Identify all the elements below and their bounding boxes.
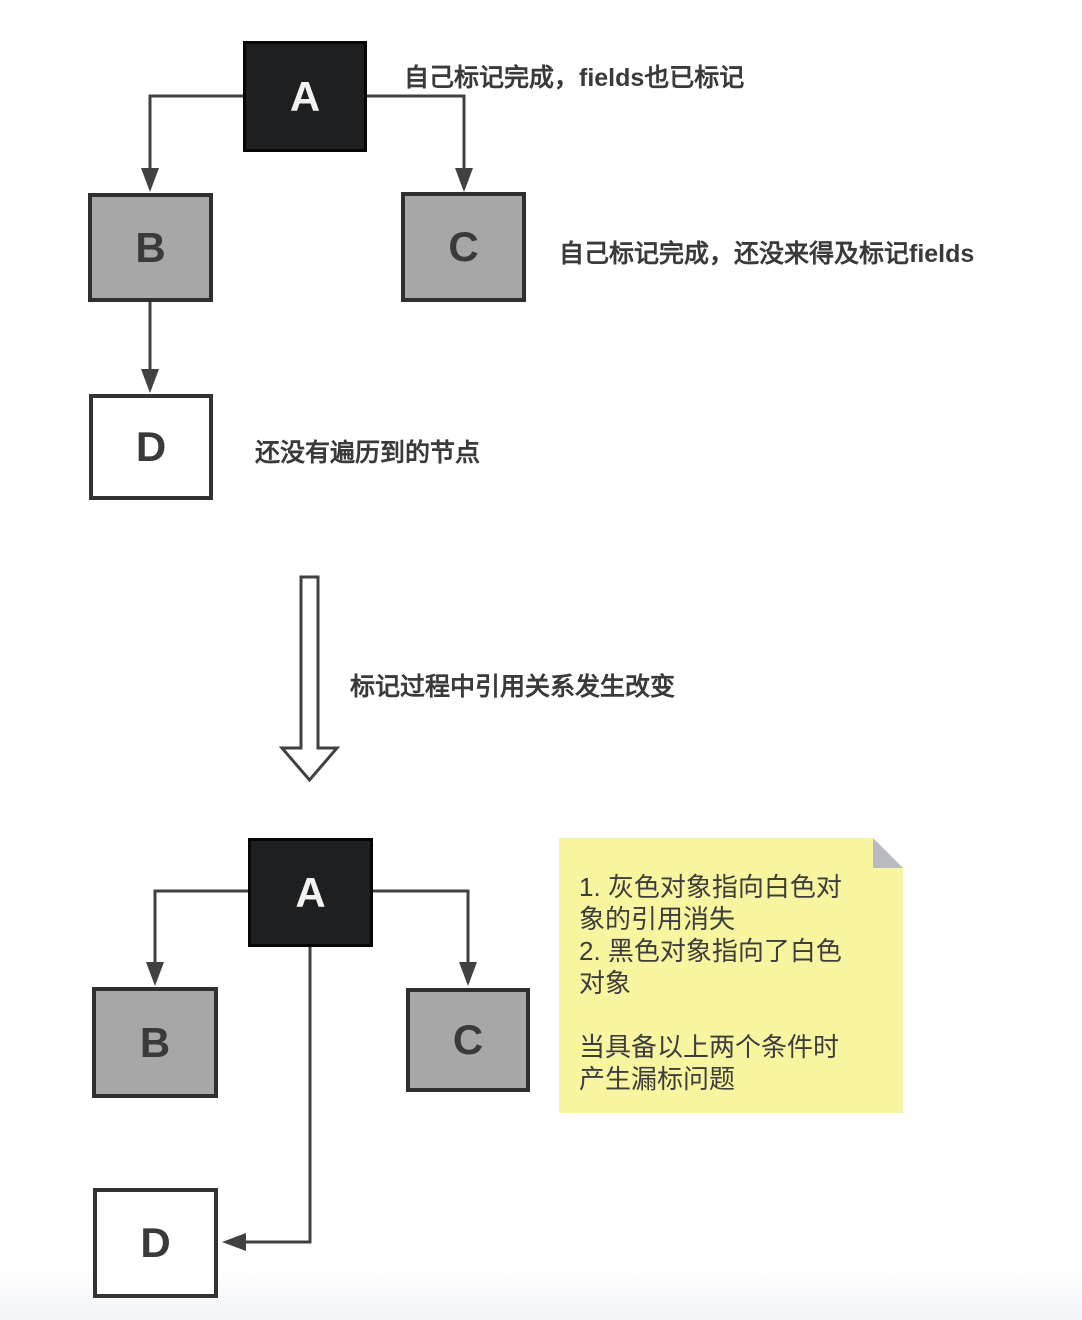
annotation-node-d: 还没有遍历到的节点 <box>255 439 481 467</box>
top-node-a: A <box>243 41 367 152</box>
bottom-node-d: D <box>93 1188 218 1298</box>
edge-top-a-to-c <box>367 94 466 168</box>
note-line: 2. 黑色对象指向了白色 <box>579 936 842 966</box>
edge-top-a-to-b <box>148 94 243 168</box>
top-node-d: D <box>89 394 213 500</box>
arrowhead-top-a-to-c <box>455 168 473 192</box>
arrowhead-top-b-to-d <box>141 369 159 393</box>
arrowhead-bottom-a-to-b <box>146 962 164 986</box>
note-line: 对象 <box>579 968 632 998</box>
note-line: 象的引用消失 <box>579 904 736 934</box>
annotation-node-a: 自己标记完成，fields也已标记 <box>404 64 745 92</box>
arrowhead-bottom-a-to-d <box>222 1233 246 1251</box>
transition-down-arrow <box>278 575 341 783</box>
arrowhead-bottom-a-to-c <box>459 962 477 986</box>
bottom-node-a: A <box>248 838 373 947</box>
annotation-node-c: 自己标记完成，还没来得及标记fields <box>559 240 975 268</box>
transition-label: 标记过程中引用关系发生改变 <box>350 673 676 701</box>
arrowhead-top-a-to-b <box>141 168 159 192</box>
edge-bottom-a-to-d <box>246 947 312 1244</box>
edge-bottom-a-to-b <box>153 889 248 962</box>
edge-bottom-a-to-c <box>373 889 470 962</box>
note-line: 1. 灰色对象指向白色对 <box>579 872 842 902</box>
top-node-c: C <box>401 192 526 302</box>
bottom-node-b: B <box>92 987 218 1098</box>
top-node-b: B <box>88 193 213 302</box>
note-line: 产生漏标问题 <box>579 1064 736 1094</box>
sticky-note: 1. 灰色对象指向白色对 象的引用消失 2. 黑色对象指向了白色 对象 当具备以… <box>559 838 903 1113</box>
note-line <box>579 999 889 1031</box>
note-line: 当具备以上两个条件时 <box>579 1032 840 1062</box>
bottom-node-c: C <box>406 988 530 1092</box>
